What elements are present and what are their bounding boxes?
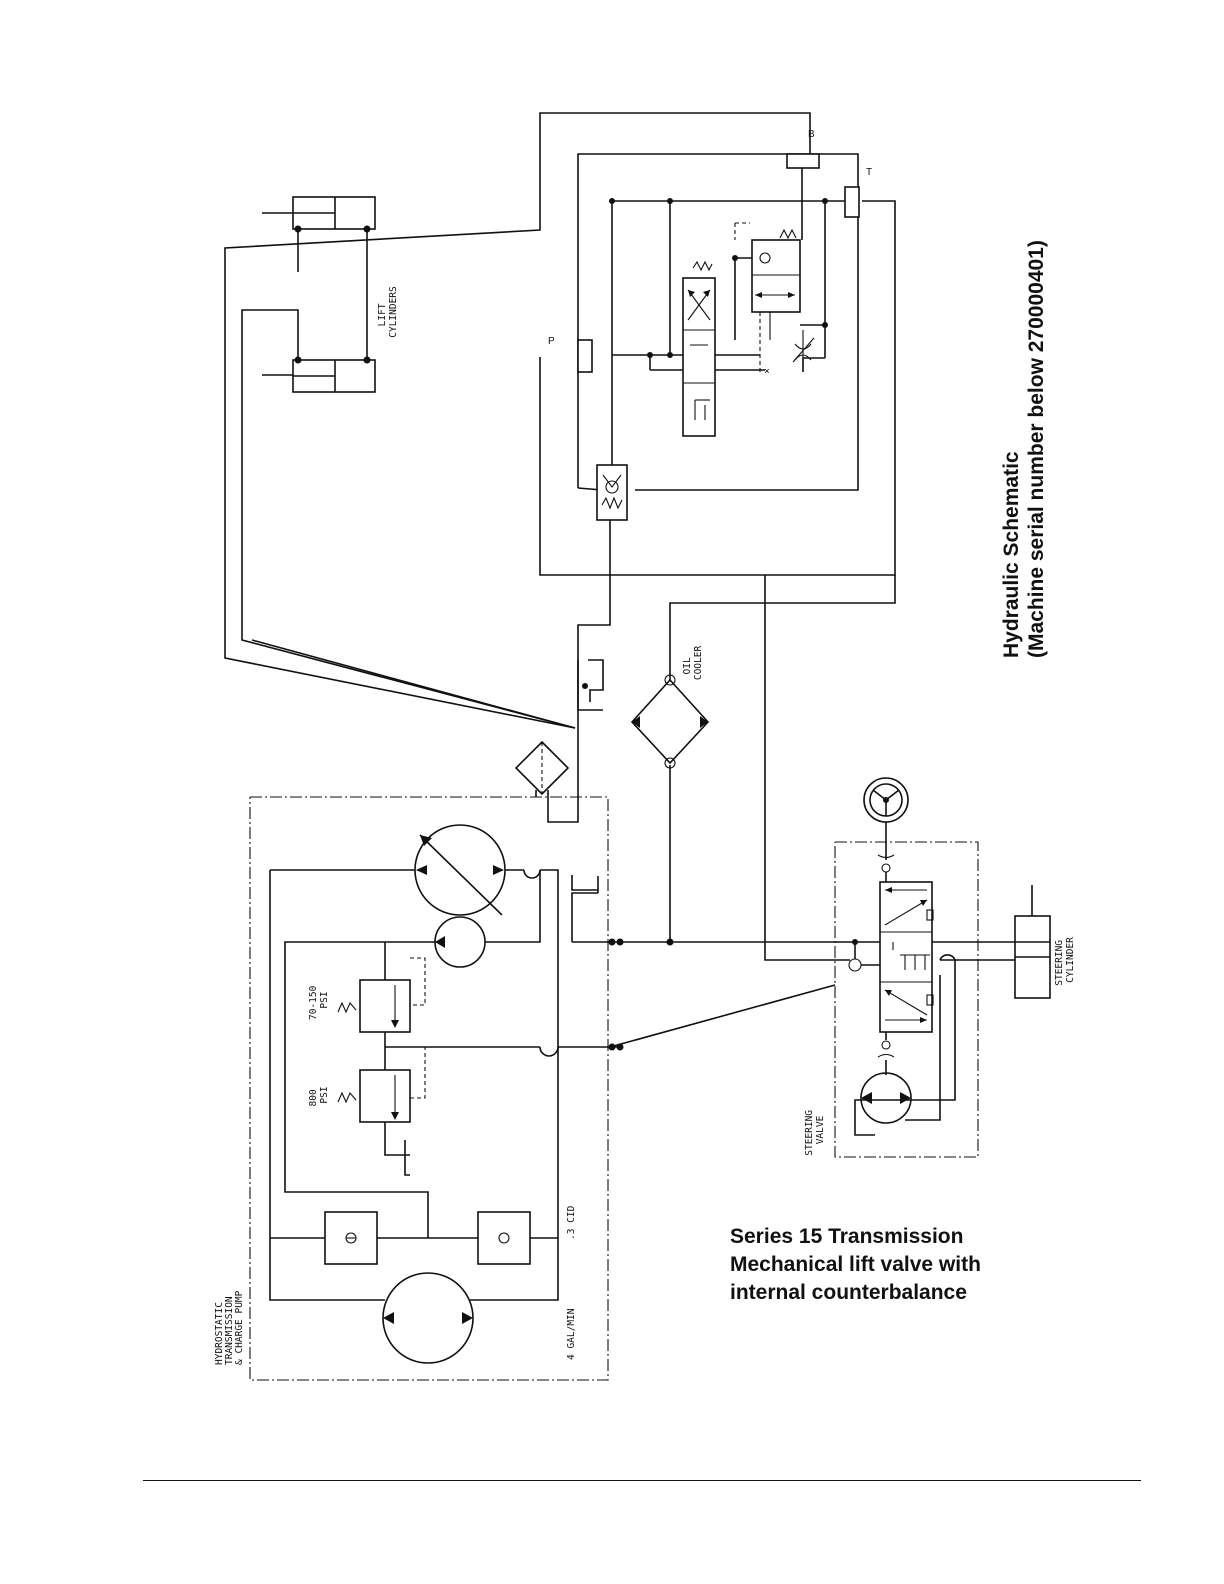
- pump-flow-label: 4 GAL/MIN: [566, 1308, 577, 1360]
- steering-cylinder: [1015, 885, 1050, 998]
- hydrostatic-unit: [250, 797, 608, 1380]
- flow-restrictor: [793, 330, 825, 372]
- port-p: P: [548, 336, 592, 372]
- counterbalance-valve: ×: [732, 198, 828, 377]
- tank-symbol-upper: [578, 660, 603, 710]
- svg-text:B: B: [808, 129, 815, 140]
- check-relief-valve: [597, 465, 627, 520]
- steering-cylinder-label: STEERING CYLINDER: [1054, 934, 1076, 986]
- lift-control-valve: [647, 198, 715, 436]
- footer-rule: [143, 1480, 1141, 1481]
- lift-cylinder-lower: [293, 357, 375, 393]
- steering-wheel-icon: [864, 778, 908, 860]
- oil-cooler: [632, 675, 708, 768]
- port-b: B: [787, 129, 819, 168]
- lift-cylinders-label: LIFT CYLINDERS: [377, 286, 399, 338]
- schematic-title: Hydraulic Schematic (Machine serial numb…: [1000, 240, 1048, 658]
- diagram-caption: Series 15 Transmission Mechanical lift v…: [730, 1223, 981, 1307]
- pump-displacement-label: .3 CID: [566, 1205, 577, 1240]
- title-line-2: (Machine serial number below 270000401): [1025, 240, 1048, 658]
- relief-low-label: 70-150 PSI: [308, 980, 330, 1020]
- oil-cooler-label: OIL COOLER: [682, 646, 704, 681]
- filter: [516, 728, 578, 822]
- svg-text:T: T: [866, 167, 872, 178]
- relief-high-label: 800 PSI: [308, 1084, 330, 1107]
- svg-text:×: ×: [764, 366, 770, 377]
- svg-text:P: P: [548, 336, 555, 347]
- lift-cylinder-upper: [293, 197, 375, 233]
- hydrostatic-label: HYDROSTATIC TRANSMISSION & CHARGE PUMP: [214, 1290, 245, 1365]
- caption-line-3: internal counterbalance: [730, 1279, 981, 1307]
- junction-dots: [609, 198, 674, 1051]
- caption-line-2: Mechanical lift valve with: [730, 1251, 981, 1279]
- title-line-1: Hydraulic Schematic: [1000, 451, 1023, 658]
- steering-valve: [835, 842, 978, 1157]
- steering-valve-label: STEERING VALVE: [804, 1104, 826, 1156]
- caption-line-1: Series 15 Transmission: [730, 1223, 981, 1251]
